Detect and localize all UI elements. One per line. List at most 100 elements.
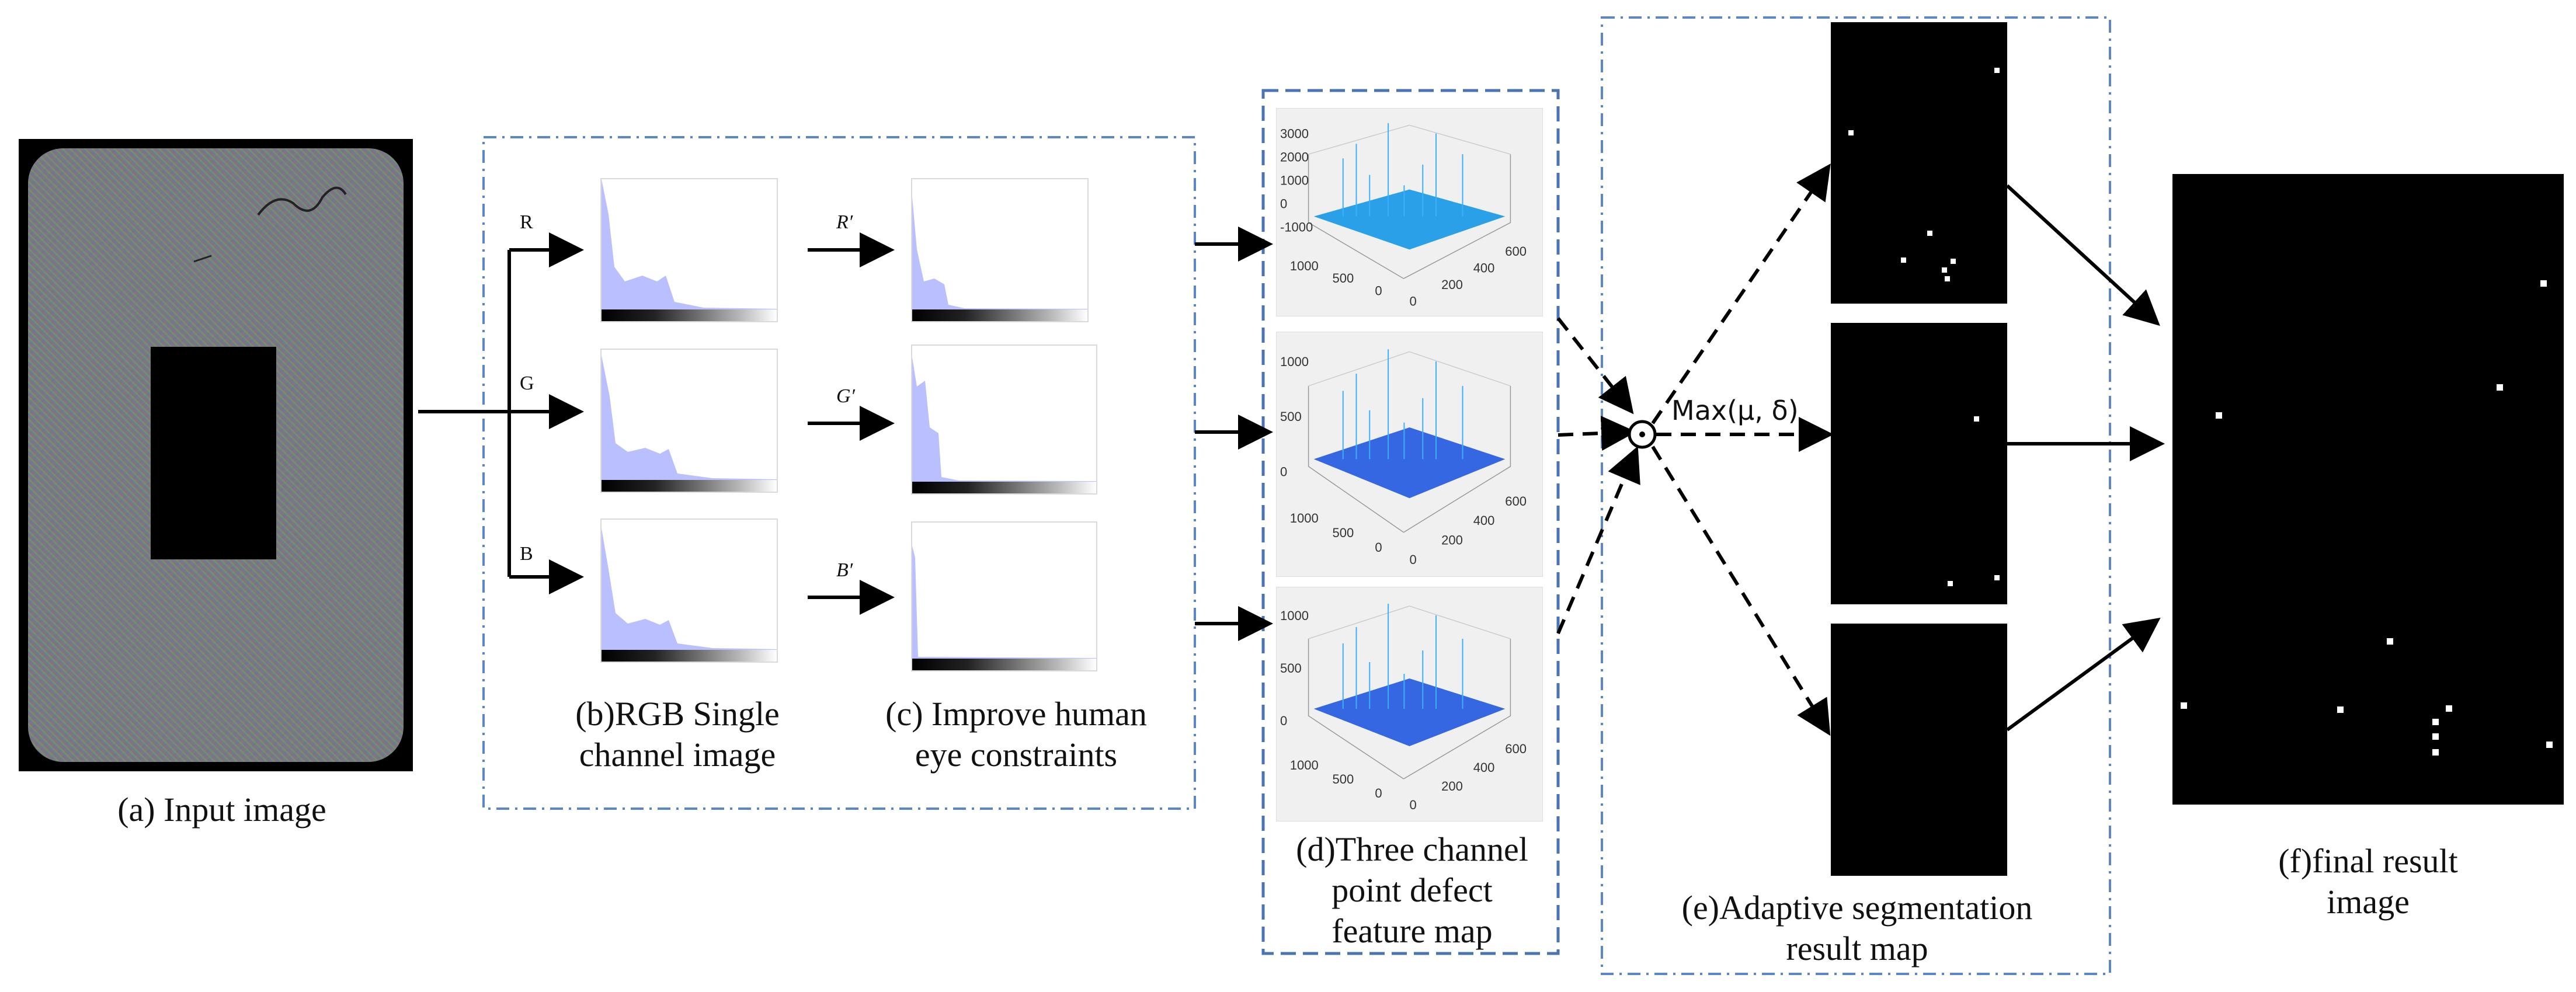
plot-axis-left bbox=[1308, 639, 1404, 779]
input-image-black-window bbox=[151, 347, 276, 559]
histogram-g-gradient bbox=[602, 480, 777, 492]
caption-d-line1: (d)Three channel bbox=[1296, 830, 1528, 868]
histogram-r-bars bbox=[602, 179, 777, 309]
plot-axis-left bbox=[1308, 385, 1404, 533]
caption-c-line2: eye constraints bbox=[915, 736, 1118, 774]
plot-x-tick: 200 bbox=[1441, 533, 1463, 548]
histogram-b-prime-gradient bbox=[912, 659, 1096, 670]
plot-x-tick: 600 bbox=[1505, 494, 1527, 509]
arrow-e1-f bbox=[2005, 184, 2160, 326]
plot-x-tick: 600 bbox=[1505, 742, 1527, 756]
histogram-r-prime-gradient bbox=[912, 309, 1087, 321]
plot-axis-right bbox=[1403, 154, 1511, 279]
plot-axis-right bbox=[1403, 639, 1511, 779]
caption-c: (c) Improve human eye constraints bbox=[853, 694, 1180, 775]
plot-x-tick: 200 bbox=[1441, 277, 1463, 292]
label-r: R bbox=[520, 211, 533, 233]
plot-y-tick: 500 bbox=[1333, 525, 1354, 540]
plot-z-tick: 0 bbox=[1280, 713, 1287, 728]
plot-surface bbox=[1313, 678, 1506, 746]
plot-y-tick: 1000 bbox=[1290, 511, 1319, 525]
plot-x-tick: 400 bbox=[1473, 760, 1495, 775]
histogram-g-bars bbox=[602, 356, 777, 480]
histogram-g-prime-gradient bbox=[912, 482, 1096, 493]
dash-d2-op bbox=[1558, 415, 1636, 451]
caption-e-line1: (e)Adaptive segmentation bbox=[1681, 889, 2033, 927]
plot-z-tick: 500 bbox=[1280, 661, 1302, 676]
plot-x-tick: 0 bbox=[1410, 552, 1417, 567]
plot-back-edge-1 bbox=[1308, 124, 1410, 155]
plot-z-tick: 1000 bbox=[1280, 354, 1309, 369]
histogram-b bbox=[600, 518, 778, 663]
surface-plot-2: 1000 500 0 1000 500 0 0 200 400 600 bbox=[1276, 332, 1543, 577]
plot-y-tick: 500 bbox=[1333, 772, 1354, 786]
dash-d1-op bbox=[1556, 317, 1634, 415]
caption-f-line1: (f)final result bbox=[2278, 842, 2458, 880]
histogram-r-prime bbox=[911, 178, 1089, 322]
caption-d-line2: point defect bbox=[1332, 871, 1493, 909]
operator-dot bbox=[1639, 431, 1645, 437]
caption-c-line1: (c) Improve human bbox=[885, 695, 1147, 733]
caption-b-line1: (b)RGB Single bbox=[575, 695, 780, 733]
plot-back-edge-2 bbox=[1409, 124, 1511, 155]
plot-x-tick: 600 bbox=[1505, 244, 1527, 259]
dash-op-e1 bbox=[1651, 163, 1831, 424]
operator-label: Max(μ, δ) bbox=[1671, 395, 1799, 426]
plot-y-tick: 0 bbox=[1375, 540, 1382, 555]
plot-x-tick: 0 bbox=[1410, 798, 1417, 812]
label-g-prime: G′ bbox=[836, 385, 855, 407]
histogram-g-prime-bars bbox=[912, 357, 1096, 482]
label-b-prime: B′ bbox=[836, 559, 853, 581]
histogram-g-prime bbox=[911, 344, 1097, 495]
plot-z-tick: 2000 bbox=[1280, 150, 1309, 165]
arrow-e3-f bbox=[2006, 617, 2161, 732]
plot-x-tick: 200 bbox=[1441, 779, 1463, 793]
plot-z-tick: -1000 bbox=[1280, 220, 1313, 234]
caption-b-line2: channel image bbox=[579, 736, 776, 774]
label-b: B bbox=[520, 543, 533, 565]
operator-circle bbox=[1628, 420, 1657, 449]
plot-y-tick: 0 bbox=[1375, 786, 1382, 800]
caption-a: (a) Input image bbox=[117, 791, 326, 829]
caption-e: (e)Adaptive segmentation result map bbox=[1612, 887, 2102, 969]
caption-d: (d)Three channel point defect feature ma… bbox=[1266, 829, 1558, 952]
plot-surface bbox=[1313, 189, 1506, 250]
final-result-image bbox=[2172, 174, 2564, 805]
caption-b: (b)RGB Single channel image bbox=[543, 694, 812, 775]
plot-z-tick: 0 bbox=[1280, 464, 1287, 479]
histogram-r-gradient bbox=[602, 309, 777, 321]
label-g: G bbox=[520, 373, 534, 394]
plot-z-tick: 3000 bbox=[1280, 127, 1309, 141]
segmentation-map-2 bbox=[1831, 323, 2007, 604]
plot-surface bbox=[1313, 427, 1506, 499]
plot-y-tick: 500 bbox=[1333, 271, 1354, 286]
plot-axis-right bbox=[1403, 385, 1511, 533]
surface-plot-2-svg: 1000 500 0 1000 500 0 0 200 400 600 bbox=[1280, 349, 1527, 567]
caption-e-line2: result map bbox=[1786, 930, 1928, 967]
histogram-g bbox=[600, 349, 778, 493]
label-r-prime: R′ bbox=[836, 211, 853, 233]
plot-back-edge-2 bbox=[1409, 351, 1511, 387]
histogram-b-bars bbox=[602, 528, 777, 650]
plot-back-edge-2 bbox=[1409, 605, 1511, 639]
histogram-b-gradient bbox=[602, 650, 777, 662]
histogram-r-prime-bars bbox=[912, 197, 1087, 309]
scratch-marks bbox=[193, 186, 347, 263]
caption-f-line2: image bbox=[2327, 883, 2410, 921]
histogram-b-prime-bars bbox=[912, 546, 1096, 659]
plot-axis-left bbox=[1308, 154, 1404, 279]
plot-x-tick: 400 bbox=[1473, 513, 1495, 528]
histogram-r bbox=[600, 178, 778, 322]
plot-back-edge-1 bbox=[1308, 605, 1410, 639]
plot-x-tick: 0 bbox=[1410, 294, 1417, 308]
dash-d3-op bbox=[1556, 445, 1640, 635]
histogram-b-prime bbox=[911, 521, 1097, 671]
plot-z-tick: 500 bbox=[1280, 409, 1302, 424]
caption-f: (f)final result image bbox=[2237, 841, 2499, 923]
plot-z-tick: 1000 bbox=[1280, 608, 1309, 623]
plot-z-tick: 0 bbox=[1280, 196, 1287, 211]
